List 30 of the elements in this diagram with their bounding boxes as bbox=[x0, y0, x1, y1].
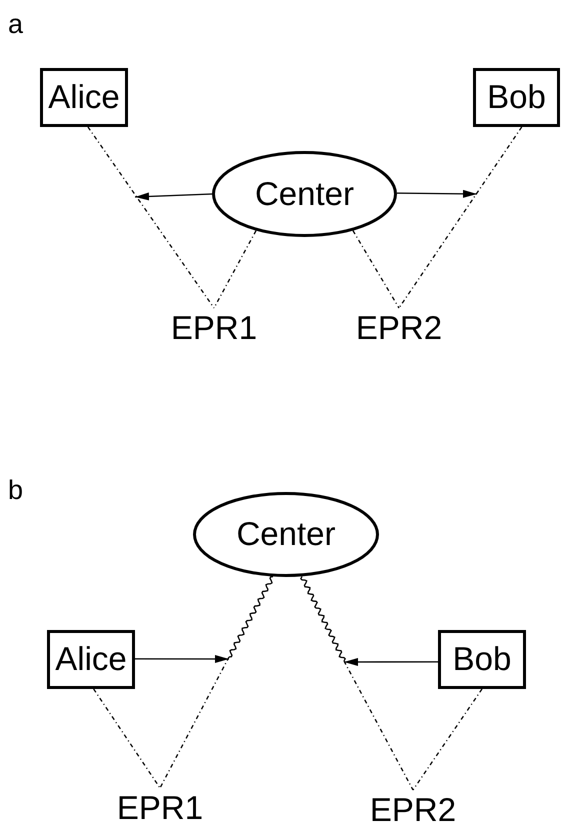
person-box bbox=[438, 630, 526, 689]
panel-letter: b bbox=[8, 476, 24, 506]
node-label: Bob bbox=[452, 641, 512, 678]
wavy-connector-line bbox=[159, 576, 274, 788]
connector-line bbox=[352, 230, 400, 308]
state-label: EPR1 bbox=[116, 790, 204, 826]
node-label: Center bbox=[236, 516, 336, 553]
node-label: Alice bbox=[55, 641, 127, 678]
person-box bbox=[40, 68, 128, 127]
node-label: Alice bbox=[48, 79, 120, 116]
arrow bbox=[397, 190, 477, 198]
connector-line bbox=[213, 230, 257, 308]
node-label: Center bbox=[254, 176, 354, 212]
connector-line bbox=[398, 126, 522, 308]
arrow bbox=[134, 192, 212, 200]
arrow bbox=[344, 658, 438, 666]
person-box bbox=[47, 630, 135, 689]
arrow bbox=[135, 654, 229, 663]
center-ellipse bbox=[193, 492, 379, 577]
node-label: Bob bbox=[487, 79, 546, 116]
person-box bbox=[473, 68, 560, 127]
connector-line bbox=[87, 126, 215, 308]
state-label: EPR2 bbox=[356, 310, 442, 346]
wavy-connector-line bbox=[300, 576, 414, 790]
state-label: EPR1 bbox=[170, 310, 258, 346]
connector-line bbox=[93, 688, 161, 788]
state-label: EPR2 bbox=[370, 792, 456, 828]
connector-line bbox=[412, 688, 483, 790]
panel-letter: a bbox=[8, 10, 24, 40]
center-ellipse bbox=[212, 151, 397, 237]
